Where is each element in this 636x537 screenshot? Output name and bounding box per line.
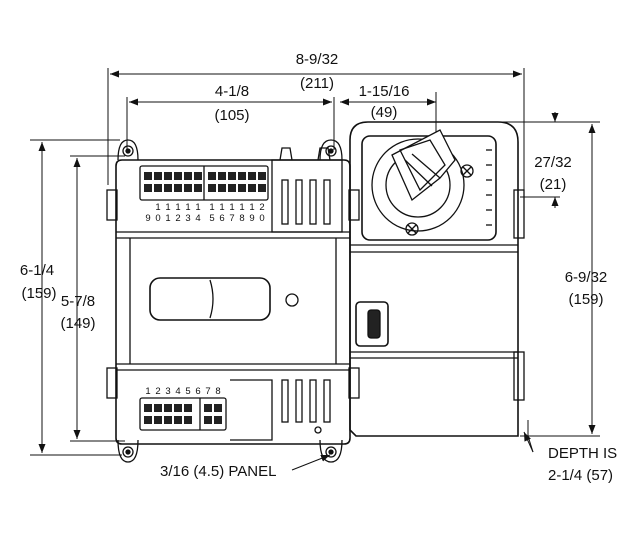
term-label: 3 (185, 213, 190, 224)
top-terminal-labels-row1: 1 1 1 1 1 1 1 1 1 1 2 (155, 202, 264, 213)
bottom-terminal-labels: 1 2 3 4 5 6 7 8 (145, 386, 220, 397)
dimension-lines (30, 68, 600, 471)
term-label: 4 (175, 386, 180, 397)
term-label: 1 (219, 202, 224, 213)
term-label: 9 (145, 213, 150, 224)
term-label: 1 (185, 202, 190, 213)
right-height-fraction: 6-9/32 (565, 269, 608, 286)
panel-hole-callout: 3/16 (4.5) PANEL (160, 463, 276, 480)
term-label: 6 (219, 213, 224, 224)
actuator-offset-mm: (49) (371, 104, 398, 121)
right-height-mm: (159) (568, 291, 603, 308)
term-label: 5 (209, 213, 214, 224)
term-label: 0 (259, 213, 264, 224)
term-label: 1 (239, 202, 244, 213)
bottom-terminal-screws (144, 404, 222, 424)
term-label: 1 (165, 202, 170, 213)
left-height-mm: (159) (21, 285, 56, 302)
top-terminal-screws (144, 172, 266, 192)
width-mm: (211) (300, 75, 334, 92)
term-label: 1 (249, 202, 254, 213)
controller-body (106, 139, 360, 463)
term-label: 6 (195, 386, 200, 397)
term-label: 8 (239, 213, 244, 224)
term-label: 2 (259, 202, 264, 213)
terminal-fraction: 4-1/8 (215, 83, 249, 100)
actuator-offset-fraction: 1-15/16 (359, 83, 410, 100)
term-label: 1 (155, 202, 160, 213)
actuator-body (349, 121, 525, 437)
depth-callout-line2: 2-1/4 (57) (548, 467, 613, 484)
inner-height-fraction: 5-7/8 (61, 293, 95, 310)
width-fraction: 8-9/32 (296, 51, 339, 68)
term-label: 9 (249, 213, 254, 224)
term-label: 1 (195, 202, 200, 213)
term-label: 3 (165, 386, 170, 397)
term-label: 1 (145, 386, 150, 397)
dimension-labels: 8-9/32 (211) 4-1/8 (105) 1-15/16 (49) 27… (20, 51, 617, 484)
term-label: 5 (185, 386, 190, 397)
term-label: 8 (215, 386, 220, 397)
term-label: 2 (155, 386, 160, 397)
terminal-mm: (105) (214, 107, 249, 124)
top-terminal-labels-row2: 9 0 1 2 3 4 5 6 7 8 9 0 (145, 213, 264, 224)
inner-height-mm: (149) (60, 315, 95, 332)
term-label: 4 (195, 213, 200, 224)
term-label: 1 (229, 202, 234, 213)
depth-callout-line1: DEPTH IS (548, 445, 617, 462)
term-label: 2 (175, 213, 180, 224)
actuator-top-mm: (21) (540, 176, 567, 193)
term-label: 7 (205, 386, 210, 397)
left-height-fraction: 6-1/4 (20, 262, 54, 279)
actuator-top-fraction: 27/32 (534, 154, 572, 171)
term-label: 0 (155, 213, 160, 224)
term-label: 1 (165, 213, 170, 224)
term-label: 1 (175, 202, 180, 213)
term-label: 1 (209, 202, 214, 213)
term-label: 7 (229, 213, 234, 224)
